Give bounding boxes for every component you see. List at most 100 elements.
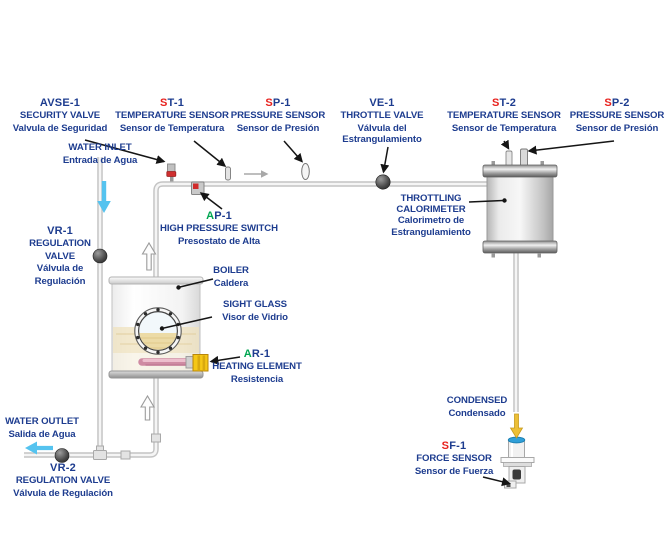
label-boiler: BOILER Caldera	[213, 265, 249, 290]
label-sp1-code: SP-1	[265, 97, 291, 109]
label-ar1: AR-1 HEATING ELEMENT Resistencia	[212, 348, 302, 386]
label-sp2-es: Sensor de Presión	[575, 122, 659, 134]
label-ve1-code: VE-1	[369, 97, 395, 109]
label-thrcal-en2: CALORIMETER	[396, 204, 466, 216]
label-avse1-es: Valvula de Seguridad	[12, 122, 108, 134]
flange-bolt	[537, 253, 541, 258]
feed-flow-up-arrow-icon	[140, 394, 155, 421]
label-thrcal-es2: Estrangulamiento	[391, 226, 471, 238]
flange-bolt	[491, 253, 495, 258]
boiler-device	[108, 276, 209, 379]
pipe-steam-line	[153, 181, 487, 281]
pipe-coupler	[120, 450, 131, 460]
ve1-pointer	[380, 146, 390, 174]
sp1-pointer	[283, 140, 303, 163]
label-st1: ST-1 TEMPERATURE SENSOR Sensor de Temper…	[115, 97, 229, 135]
label-condensed-en: CONDENSED	[446, 395, 508, 406]
label-ar1-es: Resistencia	[230, 373, 284, 385]
pipe-coupler	[151, 433, 161, 443]
water-outlet-arrow-icon	[25, 441, 53, 455]
label-ar1-code: AR-1	[243, 348, 271, 360]
heating-element-device	[138, 356, 200, 369]
label-water-outlet-es: Salida de Agua	[8, 428, 76, 440]
label-st1-en: TEMPERATURE SENSOR	[115, 110, 229, 121]
boiler-bottom-rim	[108, 370, 204, 379]
label-vr1-en1: REGULATION	[29, 238, 91, 249]
sight-glass-device	[134, 307, 182, 355]
label-sp1-es: Sensor de Presión	[236, 122, 320, 134]
label-water-inlet-en: WATER INLET	[68, 142, 132, 153]
label-boiler-es: Caldera	[213, 277, 249, 289]
st1-pointer	[193, 140, 227, 167]
calorimeter-bottom-flange	[482, 240, 558, 254]
label-st2-es: Sensor de Temperatura	[451, 122, 557, 134]
sf1-pointer	[482, 476, 511, 487]
pressure-sensor-2-port	[520, 148, 528, 167]
calorimeter-top-flange	[482, 164, 558, 178]
label-vr2-en: REGULATION VALVE	[15, 475, 111, 486]
pressure-sensor-1-device	[301, 163, 310, 180]
label-sight-glass-es: Visor de Vidrio	[222, 311, 288, 323]
label-vr1-es2: Regulación	[34, 275, 86, 287]
label-vr1-en2: VALVE	[44, 250, 76, 262]
temperature-sensor-2-port	[505, 150, 513, 167]
label-sp1: SP-1 PRESSURE SENSOR Sensor de Presión	[231, 97, 326, 135]
calorimeter-device	[482, 148, 558, 258]
condensate-arrow-icon	[509, 413, 524, 439]
label-vr2-code: VR-2	[50, 462, 76, 474]
label-st2-code: ST-2	[491, 97, 517, 109]
label-water-inlet-es: Entrada de Agua	[62, 154, 138, 166]
label-water-outlet-en: WATER OUTLET	[5, 416, 79, 427]
label-vr1-code: VR-1	[47, 225, 73, 237]
label-ve1-en: THROTTLE VALVE	[340, 110, 424, 121]
label-thrcal-en1: THROTTLING	[400, 193, 462, 204]
label-sf1-es: Sensor de Fuerza	[414, 465, 494, 477]
label-ve1-es2: Estrangulamiento	[342, 133, 422, 145]
label-vr1-es1: Válvula de	[36, 263, 84, 274]
high-pressure-switch-device	[191, 181, 205, 195]
water-inlet-arrow-icon	[97, 181, 111, 213]
condensate-beaker	[507, 436, 526, 459]
label-ap1-code: AP-1	[206, 210, 232, 222]
label-vr2: VR-2 REGULATION VALVE Válvula de Regulac…	[13, 462, 113, 500]
calorimeter-pointer	[468, 198, 507, 203]
line-flow-right-arrow-icon	[244, 170, 269, 178]
label-ap1-en: HIGH PRESSURE SWITCH	[160, 223, 278, 234]
label-st1-es: Sensor de Temperatura	[119, 122, 225, 134]
label-thrcal-es1: Calorimetro de	[397, 215, 465, 227]
pipe-bottom-drain	[24, 374, 159, 458]
regulation-valve-2-device	[54, 448, 70, 463]
temperature-sensor-1-device	[225, 166, 231, 181]
label-water-inlet: WATER INLET Entrada de Agua	[63, 142, 137, 167]
flange-bolt	[540, 161, 544, 166]
throttle-valve-device	[375, 174, 391, 190]
label-ap1: AP-1 HIGH PRESSURE SWITCH Presostato de …	[160, 210, 278, 248]
avse1-pointer	[84, 139, 166, 164]
calorimeter-body	[486, 175, 554, 244]
label-sp2-en: PRESSURE SENSOR	[569, 110, 665, 121]
label-ve1-es1: Válvula del	[357, 122, 407, 134]
label-ar1-en: HEATING ELEMENT	[212, 361, 302, 372]
st2-pointer	[500, 139, 510, 150]
boiler-top-rim	[108, 276, 204, 285]
label-sf1: SF-1 FORCE SENSOR Sensor de Fuerza	[415, 440, 493, 478]
label-vr1: VR-1 REGULATION VALVE Válvula de Regulac…	[29, 225, 91, 288]
label-st2: ST-2 TEMPERATURE SENSOR Sensor de Temper…	[447, 97, 561, 135]
sp2-pointer	[527, 140, 615, 155]
label-sf1-code: SF-1	[441, 440, 467, 452]
tee-fitting	[93, 445, 107, 460]
label-water-outlet: WATER OUTLET Salida de Agua	[5, 416, 79, 441]
label-condensed: CONDENSED Condensado	[446, 395, 508, 420]
label-avse1: AVSE-1 SECURITY VALVE Valvula de Segurid…	[13, 97, 108, 135]
label-condensed-es: Condensado	[448, 407, 506, 419]
label-sight-glass-en: SIGHT GLASS	[223, 299, 287, 310]
label-ap1-es: Presostato de Alta	[177, 235, 261, 247]
security-valve-device	[166, 163, 177, 182]
sight-glass-bolts	[136, 308, 180, 354]
ar1-pointer	[209, 355, 241, 365]
label-sight-glass: SIGHT GLASS Visor de Vidrio	[222, 299, 288, 324]
ap1-pointer	[199, 192, 223, 210]
label-avse1-code: AVSE-1	[39, 97, 81, 109]
